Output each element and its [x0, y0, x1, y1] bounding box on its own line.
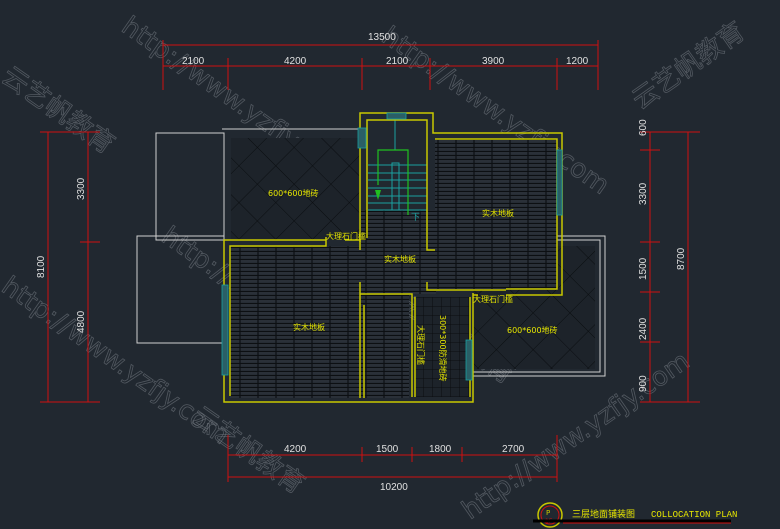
dim-left-total: 8100 — [36, 255, 47, 278]
bath-label: 300*300防滑地砖 — [438, 315, 448, 382]
title-symbol-inner — [540, 505, 560, 525]
dim-right-total: 8700 — [676, 247, 687, 270]
dimension-lines — [40, 40, 700, 482]
watermark: 云艺帆教育 — [0, 61, 120, 160]
dim-top: 1200 — [566, 56, 589, 67]
dim-left: 3300 — [76, 177, 87, 200]
stair-down-label: 下 — [411, 213, 420, 223]
wood-floor-top-right — [435, 139, 557, 289]
title-en: COLLOCATION PLAN — [651, 510, 737, 520]
dim-top: 4200 — [284, 56, 307, 67]
dim-bottom: 2700 — [502, 444, 525, 455]
room-label: 实木地板 — [482, 208, 514, 218]
title-block: P 1F 三层地面铺装图 COLLOCATION PLAN — [533, 502, 737, 528]
bath-tile-floor — [415, 297, 470, 397]
windows — [221, 112, 563, 381]
dim-right: 600 — [638, 119, 649, 136]
arrow-head-icon — [375, 190, 381, 200]
title-cn: 三层地面铺装图 — [572, 508, 635, 520]
staircase — [368, 113, 427, 211]
tile-floor-top-left — [231, 138, 360, 240]
room-label: 实木地板 — [384, 254, 416, 264]
dim-bottom: 1800 — [429, 444, 452, 455]
dim-right: 900 — [638, 375, 649, 392]
dim-bottom: 1500 — [376, 444, 399, 455]
dim-top: 2100 — [386, 56, 409, 67]
threshold-label: 大理石门槛 — [326, 231, 366, 241]
dim-right: 2400 — [638, 317, 649, 340]
dim-bottom-total: 10200 — [380, 482, 408, 493]
dim-right: 3300 — [638, 182, 649, 205]
dim-right: 1500 — [638, 257, 649, 280]
room-label: 600*600地砖 — [507, 325, 558, 335]
threshold-label: 大理石门槛 — [416, 325, 426, 365]
dim-top: 2100 — [182, 56, 205, 67]
watermark: 云艺帆教育 — [627, 17, 751, 116]
room-label: 实木地板 — [293, 322, 325, 332]
dim-top-total: 13500 — [368, 32, 396, 43]
room-label: 600*600地砖 — [268, 188, 319, 198]
title-symbol-top: P — [546, 509, 550, 517]
dim-bottom: 4200 — [284, 444, 307, 455]
title-symbol — [537, 502, 563, 528]
dim-top: 3900 — [482, 56, 505, 67]
stair-arrow — [377, 149, 409, 215]
threshold-label: 大理石门槛 — [473, 294, 513, 304]
wood-floor-big — [230, 246, 409, 398]
dim-left: 4800 — [76, 310, 87, 333]
